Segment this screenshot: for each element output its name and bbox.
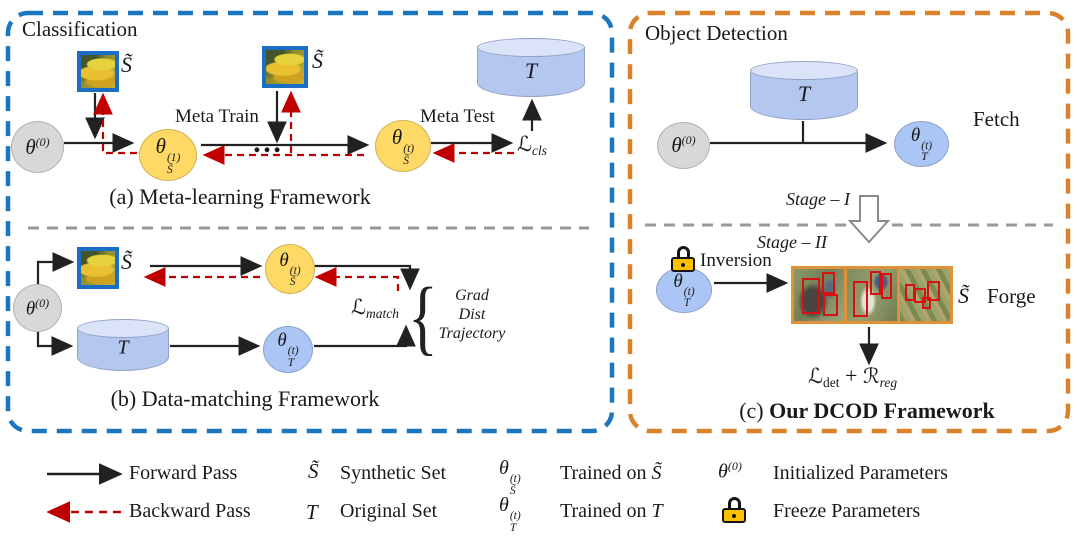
synthetic-set-thumbnail-2 xyxy=(262,46,308,88)
meta-test-label: Meta Test xyxy=(420,106,495,127)
node-theta-s1: θ(1)S̃ xyxy=(139,129,197,181)
synthetic-set-thumbnail-1 xyxy=(77,51,119,92)
cylinder-top xyxy=(750,61,858,80)
detection-bbox xyxy=(922,297,931,309)
node-theta-st-a: θ(t)S̃ xyxy=(375,120,431,172)
inversion-label: Inversion xyxy=(700,250,772,271)
node-theta-init-a: θ(0) xyxy=(11,121,64,173)
classification-box-border xyxy=(5,10,615,434)
detection-bbox xyxy=(822,272,835,294)
forge-label: Forge xyxy=(987,284,1036,308)
node-theta-init-b: θ(0) xyxy=(13,284,62,332)
legend-theta0-symbol: θ(0) xyxy=(718,459,742,483)
detection-bbox xyxy=(823,294,838,316)
detection-bbox xyxy=(802,278,820,314)
lock-body xyxy=(671,257,695,272)
legend-initialized-label: Initialized Parameters xyxy=(773,462,948,484)
legend-synthetic-symbol: S̃ xyxy=(308,459,319,483)
original-dataset-cylinder-a: T xyxy=(477,38,585,97)
stage-1-label: Stage – I xyxy=(786,189,850,209)
match-criteria-list: Grad Dist Trajectory xyxy=(428,286,516,343)
node-theta-init-c: θ(0) xyxy=(657,122,710,169)
detection-bbox xyxy=(881,273,892,299)
forged-set-symbol: S̃ xyxy=(958,283,969,308)
original-set-symbol: T xyxy=(797,80,811,106)
caption-meta-learning: (a) Meta-learning Framework xyxy=(109,184,371,209)
original-dataset-cylinder-c: T xyxy=(750,61,858,120)
arrow-theta0-to-synthetic xyxy=(36,252,75,286)
legend-trained-on-t-label: Trained on T xyxy=(560,500,663,522)
original-set-symbol: T xyxy=(117,336,129,359)
detection-box-border xyxy=(627,10,1071,434)
classification-title: Classification xyxy=(22,17,138,41)
cylinder-top xyxy=(77,319,169,338)
lock-shackle xyxy=(727,497,741,509)
synthetic-set-symbol-3: S̃ xyxy=(121,249,132,274)
legend-freeze-label: Freeze Parameters xyxy=(773,500,921,522)
object-detection-title: Object Detection xyxy=(645,21,788,45)
synthetic-image-2 xyxy=(847,269,897,321)
lock-shackle xyxy=(676,246,690,258)
synthetic-set-symbol-2: S̃ xyxy=(312,48,323,73)
original-set-symbol: T xyxy=(524,57,538,83)
legend-theta-tt-symbol: θ(t)T xyxy=(499,494,521,534)
node-theta-tt-b: θ(t)T xyxy=(263,326,313,373)
arrow-backward-to-synthetic1 xyxy=(93,92,137,155)
legend-lock-icon xyxy=(722,497,746,523)
match-criterion-dist: Dist xyxy=(458,306,486,323)
legend-trained-on-s-label: Trained on S̃ xyxy=(560,462,662,484)
legend-forward-label: Forward Pass xyxy=(129,462,238,484)
fetch-label: Fetch xyxy=(973,107,1020,131)
legend-synthetic-set-label: Synthetic Set xyxy=(340,462,447,484)
node-theta-tt-stage1: θ(t)T xyxy=(894,121,949,167)
arrow-backward-from-match xyxy=(314,267,400,291)
loss-match-label: ℒmatch xyxy=(351,295,400,321)
lock-icon xyxy=(671,246,695,272)
lock-body xyxy=(722,508,746,523)
match-criterion-trajectory: Trajectory xyxy=(438,325,506,342)
legend-theta-st-symbol: θ(t)S̃ xyxy=(499,457,521,497)
legend-original-symbol: T xyxy=(306,500,318,524)
detection-bbox xyxy=(870,271,881,295)
legend-original-set-label: Original Set xyxy=(340,500,438,522)
synthetic-image-3 xyxy=(900,269,950,321)
ellipsis-dots: … xyxy=(252,126,282,159)
loss-cls-label: ℒcls xyxy=(517,132,548,158)
synthetic-set-symbol-1: S̃ xyxy=(121,52,132,77)
node-theta-st-b: θ(t)S̃ xyxy=(265,244,315,294)
arrow-theta0-to-original xyxy=(36,331,74,356)
detection-bbox xyxy=(853,281,868,317)
caption-dcod: (c) Our DCOD Framework xyxy=(739,398,995,423)
arrow-thetat-to-match xyxy=(314,324,416,348)
caption-data-matching: (b) Data-matching Framework xyxy=(110,386,380,411)
synthetic-image-1 xyxy=(794,269,844,321)
node-theta-tt-stage2: θ(t)T xyxy=(656,267,712,313)
stage-2-label: Stage – II xyxy=(757,232,827,252)
detection-bbox xyxy=(927,281,940,301)
legend-backward-label: Backward Pass xyxy=(129,500,251,522)
arrow-thetas-to-match xyxy=(314,264,420,291)
cylinder-top xyxy=(477,38,585,57)
meta-train-label: Meta Train xyxy=(175,106,259,127)
synthetic-set-thumbnail-3 xyxy=(77,247,119,289)
match-criterion-grad: Grad xyxy=(455,287,489,304)
stage-transition-arrow-icon xyxy=(847,195,891,244)
original-dataset-cylinder-b: T xyxy=(77,319,169,371)
forged-images-strip xyxy=(791,266,953,324)
detection-bbox xyxy=(914,288,926,303)
loss-det-reg-label: ℒdet + ℛreg xyxy=(808,363,898,390)
